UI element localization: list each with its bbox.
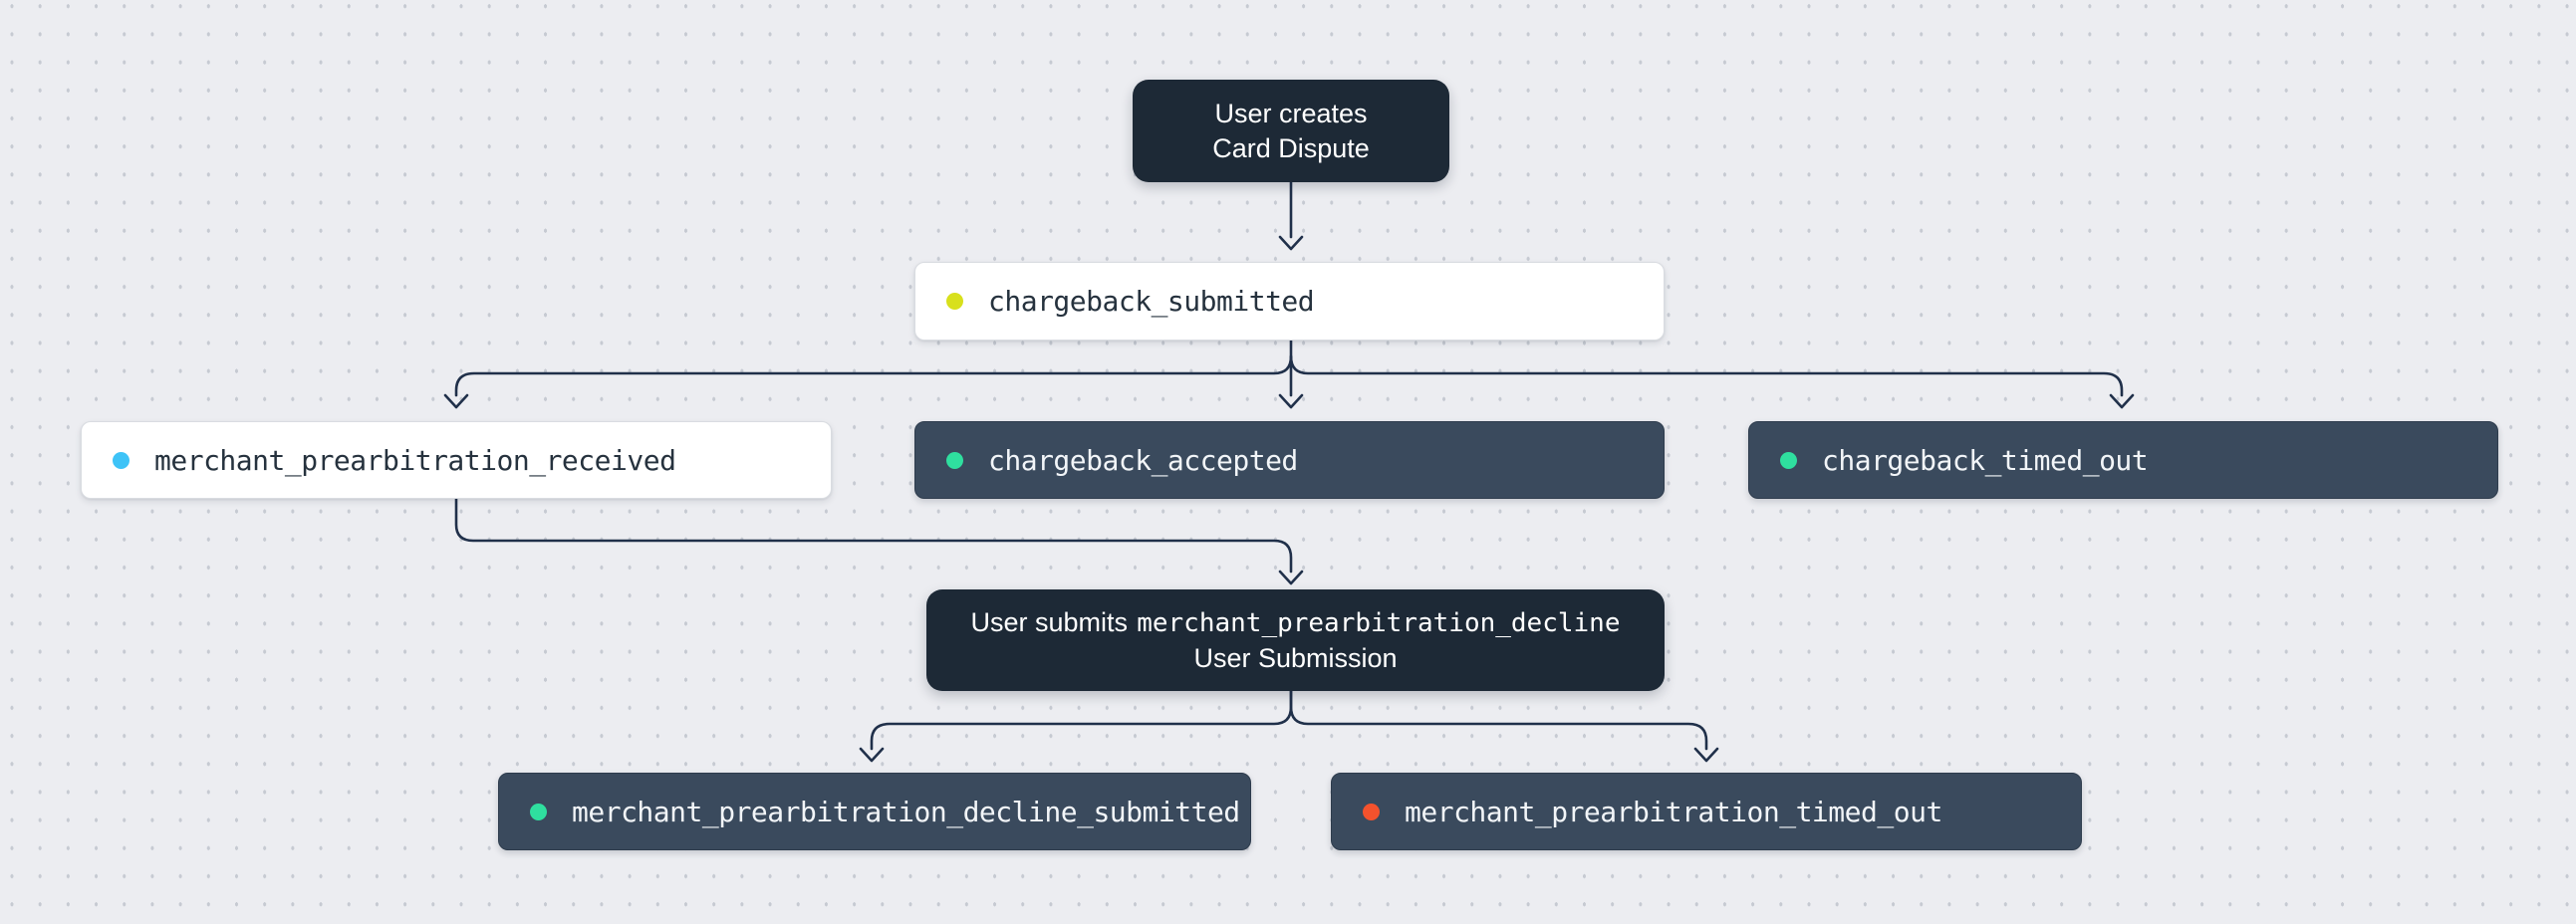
status-dot bbox=[946, 451, 963, 469]
event-node-merchant-prearbitration-decline-submitted[interactable]: merchant_prearbitration_decline_submitte… bbox=[498, 773, 1251, 850]
action-line-1: User creates bbox=[1214, 98, 1368, 128]
event-label: chargeback_submitted bbox=[988, 285, 1315, 318]
action-line-2: User Submission bbox=[1193, 642, 1398, 673]
status-dot bbox=[1780, 451, 1797, 469]
action-node-submit-prearbitration-decline[interactable]: User submits merchant_prearbitration_decl… bbox=[926, 589, 1665, 691]
status-dot bbox=[1363, 803, 1380, 820]
edge-prearbitration-received-to-submit-decline bbox=[454, 496, 1304, 585]
status-dot bbox=[530, 803, 547, 820]
action-node-create-dispute[interactable]: User creates Card Dispute bbox=[1133, 80, 1449, 182]
action-line-2: Card Dispute bbox=[1212, 132, 1370, 163]
edge-chargeback-submitted-to-prearbitration-received bbox=[443, 354, 1293, 409]
edge-create-to-chargeback-submitted bbox=[1278, 180, 1304, 251]
event-node-chargeback-accepted[interactable]: chargeback_accepted bbox=[914, 421, 1665, 499]
event-node-chargeback-timed-out[interactable]: chargeback_timed_out bbox=[1748, 421, 2498, 499]
event-label: merchant_prearbitration_timed_out bbox=[1405, 795, 1942, 828]
edge-chargeback-submitted-to-chargeback-timed-out bbox=[1289, 354, 2135, 409]
status-dot bbox=[946, 293, 963, 310]
event-label: merchant_prearbitration_received bbox=[154, 443, 676, 477]
edge-submit-decline-to-prearbitration-timed-out bbox=[1289, 689, 1719, 763]
event-label: merchant_prearbitration_decline_submitte… bbox=[572, 795, 1240, 828]
event-node-merchant-prearbitration-received[interactable]: merchant_prearbitration_received bbox=[81, 421, 832, 499]
edge-chargeback-submitted-to-accepted bbox=[1278, 339, 1304, 409]
edge-submit-decline-to-decline-submitted bbox=[859, 689, 1293, 763]
action-line-1: User submits merchant_prearbitration_decl… bbox=[971, 605, 1621, 641]
event-node-chargeback-submitted[interactable]: chargeback_submitted bbox=[914, 262, 1665, 341]
event-label: chargeback_accepted bbox=[988, 443, 1298, 477]
action-line-1-text: User submits bbox=[970, 606, 1129, 637]
status-dot bbox=[113, 451, 129, 469]
event-label: chargeback_timed_out bbox=[1822, 443, 2149, 477]
event-node-merchant-prearbitration-timed-out[interactable]: merchant_prearbitration_timed_out bbox=[1331, 773, 2082, 850]
action-line-1-code: merchant_prearbitration_decline bbox=[1137, 607, 1621, 638]
